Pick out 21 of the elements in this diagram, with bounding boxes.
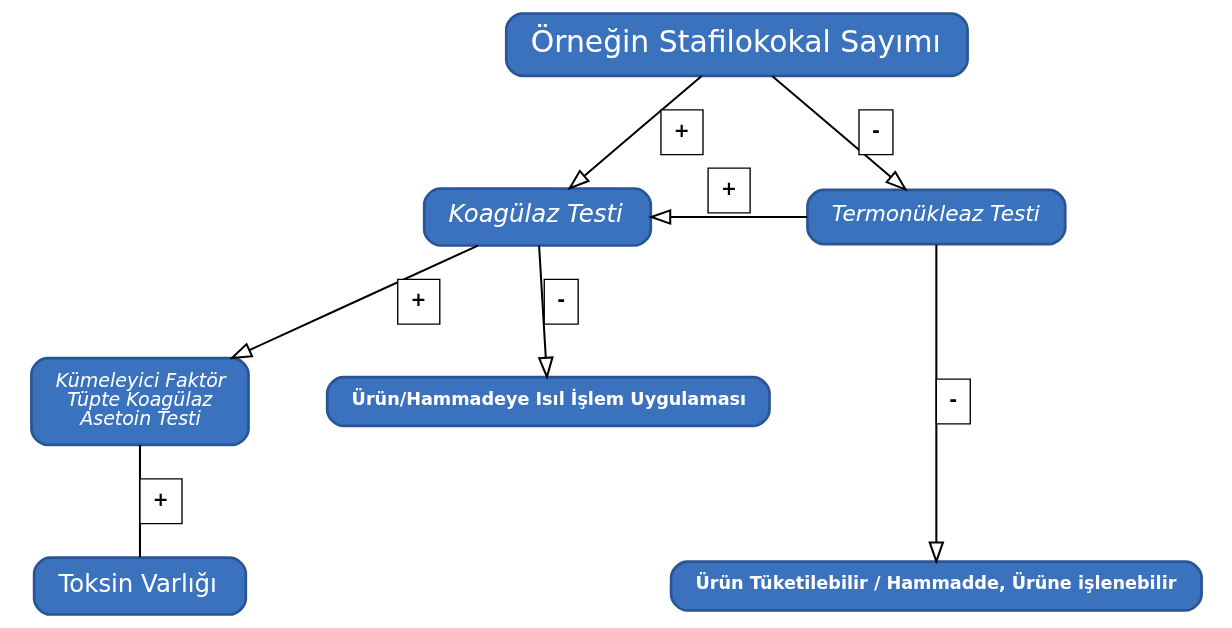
node-box: Örneğin Stafilokokal Sayımı — [504, 12, 969, 78]
arrow — [537, 245, 554, 380]
arrow — [647, 208, 807, 226]
node-box: Kümeleyici Faktör Tüpte Koagülaz Asetoin Testi — [29, 356, 250, 447]
connector — [138, 445, 141, 558]
edge-label: - — [556, 288, 565, 311]
edge-label: + — [673, 118, 690, 141]
arrow — [770, 75, 908, 192]
edge-label: + — [152, 487, 169, 510]
arrow — [927, 244, 944, 565]
node-box: Toksin Varlığı — [32, 556, 247, 616]
node-box: Ürün Tüketilebilir / Hammadde, Ürüne işlenebilir — [669, 560, 1203, 612]
node-box: Termonükleaz Testi — [805, 188, 1067, 246]
edge-label: - — [871, 118, 880, 141]
arrow — [228, 244, 478, 360]
node-box: Ürün/Hammadeye Isıl İşlem Uygulaması — [325, 375, 771, 428]
edge-label: + — [410, 288, 427, 311]
arrow — [566, 75, 702, 191]
edge-label: - — [948, 387, 957, 410]
node-box: Koagülaz Testi — [422, 187, 652, 247]
edge-label: + — [720, 176, 737, 199]
